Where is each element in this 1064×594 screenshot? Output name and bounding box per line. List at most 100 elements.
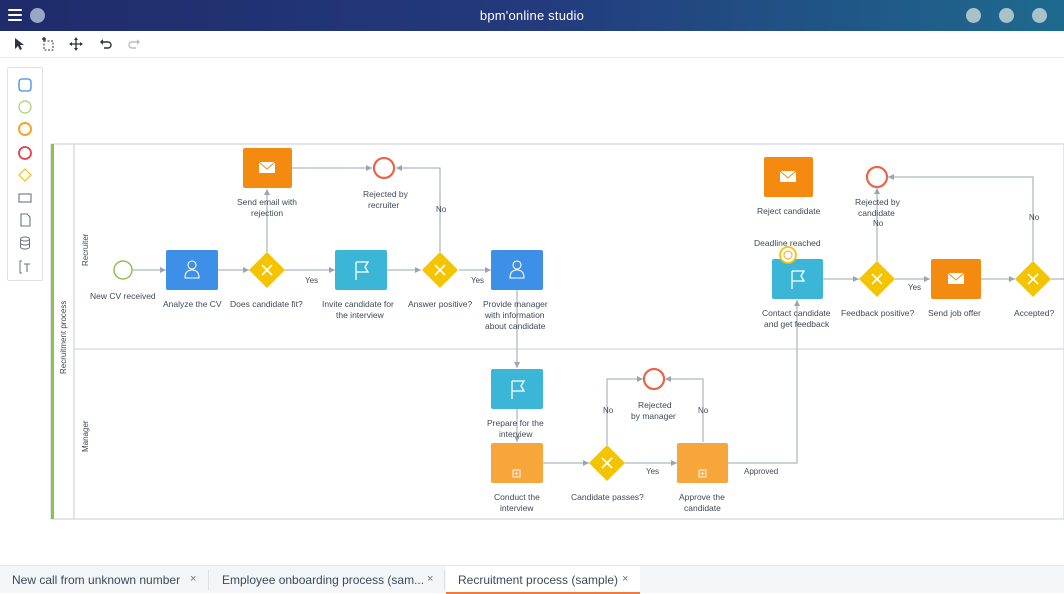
intermediate-event-icon[interactable] [17, 121, 33, 137]
task-reject-candidate-email[interactable] [764, 157, 813, 197]
diagram-canvas[interactable]: Recruitment process Recruiter Manager [0, 58, 1064, 564]
start-event-new-cv[interactable] [113, 260, 133, 280]
tab-label: New call from unknown number [12, 573, 181, 587]
end-event-rejected-manager[interactable] [642, 367, 666, 391]
subprocess-marker-icon [698, 469, 707, 478]
subprocess-conduct-interview[interactable] [491, 443, 543, 483]
task-prepare-interview[interactable] [491, 369, 543, 409]
clock-icon [783, 250, 793, 260]
element-palette [7, 67, 43, 281]
end-event-rejected-candidate[interactable] [865, 165, 889, 189]
lasso-select-icon[interactable] [40, 36, 56, 52]
subprocess-approve-candidate[interactable] [677, 443, 728, 483]
close-icon[interactable]: × [427, 573, 434, 585]
label-send-offer: Send job offer [928, 308, 981, 318]
top-bar: bpm'online studio [0, 0, 1064, 31]
flag-icon [355, 261, 370, 280]
profile-icon[interactable] [30, 8, 45, 23]
notifications-icon[interactable] [966, 8, 981, 23]
tab-separator [444, 570, 445, 590]
end-event-icon[interactable] [17, 145, 33, 161]
menu-icon[interactable] [8, 9, 22, 21]
gateway-candidate-fit[interactable] [249, 252, 285, 288]
undo-icon[interactable] [98, 36, 114, 52]
redo-icon[interactable] [126, 36, 142, 52]
label-prepare-1: Prepare for the [487, 418, 544, 428]
label-provide-2: with information [484, 310, 545, 320]
label-prepare-2: interview [499, 429, 533, 439]
user-icon [509, 260, 525, 279]
help-icon[interactable] [999, 8, 1014, 23]
label-candidate-fit: Does candidate fit? [230, 299, 303, 309]
gateway-feedback-positive[interactable] [859, 261, 895, 297]
lane-recruiter: Recruiter [81, 233, 90, 266]
flow-label-no: No [436, 205, 447, 214]
task-analyze-cv[interactable] [166, 250, 218, 290]
label-contact-1: Contact candidate [762, 308, 831, 318]
pointer-icon[interactable] [11, 36, 27, 52]
gateway-answer-positive[interactable] [422, 252, 458, 288]
lane-manager: Manager [81, 420, 90, 452]
tab-label: Employee onboarding process (sam... [222, 573, 425, 587]
subprocess-icon[interactable] [17, 190, 33, 206]
label-send-email-2: rejection [251, 208, 283, 218]
close-icon[interactable]: × [190, 573, 197, 585]
task-contact-candidate[interactable] [772, 259, 823, 299]
label-rejected-manager-2: by manager [631, 411, 676, 421]
envelope-icon [779, 170, 797, 182]
label-rejected-candidate-1: Rejected by [855, 197, 901, 207]
gateway-accepted[interactable] [1015, 261, 1051, 297]
label-contact-2: and get feedback [764, 319, 830, 329]
flag-icon [511, 380, 526, 399]
timer-event-deadline[interactable] [779, 246, 797, 264]
data-store-icon[interactable] [17, 235, 33, 251]
task-icon[interactable] [17, 77, 33, 93]
label-deadline: Deadline reached [754, 238, 821, 248]
subprocess-marker-icon [512, 469, 521, 478]
label-send-email-1: Send email with [237, 197, 297, 207]
task-send-rejection-email[interactable] [243, 148, 292, 188]
label-rejected-manager-1: Rejected [638, 400, 672, 410]
task-send-job-offer[interactable] [931, 259, 981, 299]
tab-label: Recruitment process (sample) [458, 573, 619, 587]
tab-new-call[interactable]: New call from unknown number × [0, 566, 207, 594]
document-tabs: New call from unknown number × Employee … [0, 565, 1064, 594]
gateway-candidate-passes[interactable] [589, 445, 625, 481]
label-new-cv: New CV received [90, 291, 156, 301]
label-provide-1: Provide manager [483, 299, 548, 309]
tab-employee-onboarding[interactable]: Employee onboarding process (sam... × [210, 566, 444, 594]
pool-title: Recruitment process [59, 301, 68, 374]
flow-label-yes: Yes [908, 283, 921, 292]
flow-label-yes: Yes [471, 276, 484, 285]
start-event-icon[interactable] [17, 99, 33, 115]
gateway-icon[interactable] [17, 167, 33, 183]
label-approve-2: candidate [684, 503, 721, 513]
flow-label-approved: Approved [744, 467, 778, 476]
flow-label-no: No [873, 219, 884, 228]
tab-recruitment-process[interactable]: Recruitment process (sample) × [446, 566, 640, 594]
app-title: bpm'online studio [479, 8, 585, 23]
label-answer-positive: Answer positive? [408, 299, 473, 309]
label-accepted: Accepted? [1014, 308, 1054, 318]
label-rejected-candidate-2: candidate [858, 208, 895, 218]
data-object-icon[interactable] [17, 212, 33, 228]
envelope-icon [258, 161, 276, 173]
flag-icon [791, 270, 806, 289]
envelope-icon [947, 272, 965, 284]
label-invite-1: Invite candidate for [322, 299, 394, 309]
label-approve-1: Approve the [679, 492, 725, 502]
close-icon[interactable]: × [622, 573, 629, 585]
settings-icon[interactable] [1032, 8, 1047, 23]
sequence-flows [133, 165, 1064, 466]
label-reject-candidate: Reject candidate [757, 206, 821, 216]
task-provide-manager-info[interactable] [491, 250, 543, 290]
label-analyze-cv: Analyze the CV [163, 299, 222, 309]
diagram-toolbar [0, 31, 1064, 58]
move-icon[interactable] [68, 36, 84, 52]
label-conduct-1: Conduct the [494, 492, 540, 502]
task-invite-candidate[interactable] [335, 250, 387, 290]
flow-label-no: No [1029, 213, 1040, 222]
text-annotation-icon[interactable] [17, 259, 33, 275]
end-event-rejected-recruiter[interactable] [372, 156, 396, 180]
label-candidate-passes: Candidate passes? [571, 492, 644, 502]
